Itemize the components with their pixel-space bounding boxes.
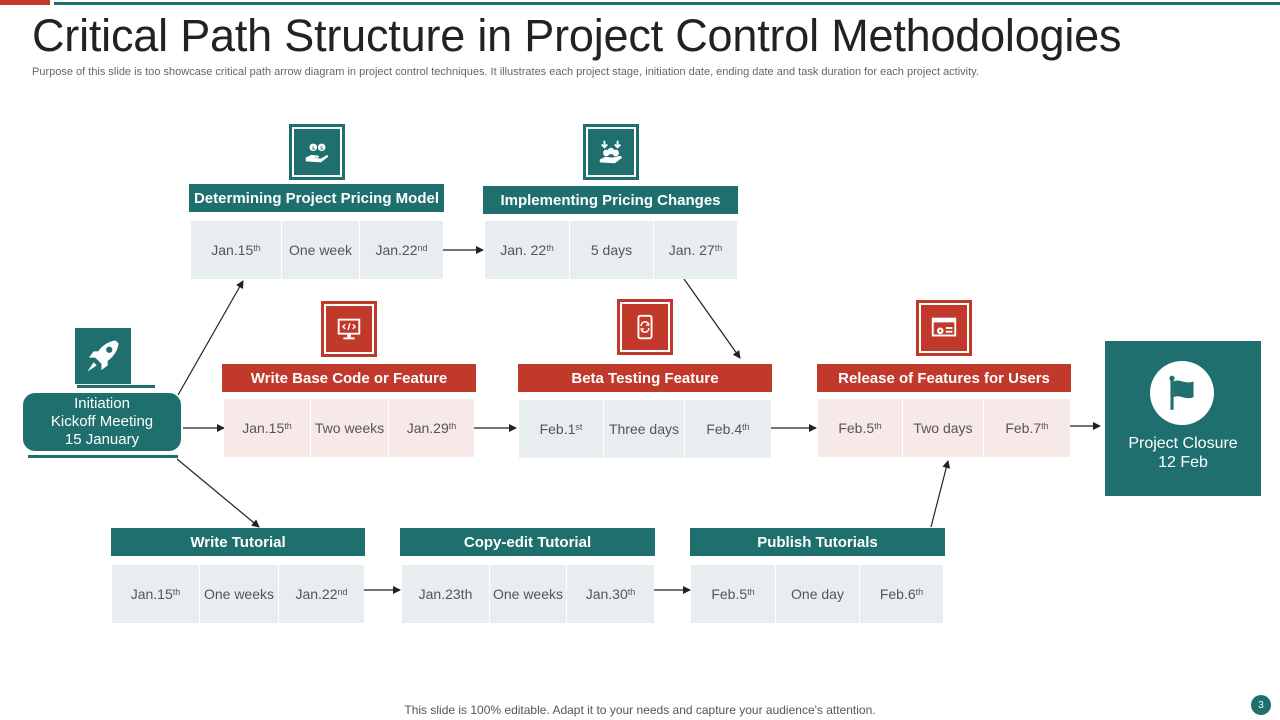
release-duration: Two days: [902, 399, 983, 457]
copyedit-start: Jan.23th: [418, 586, 473, 602]
arrow-init-to-tutorial: [176, 458, 260, 528]
base-code-duration: Two weeks: [310, 399, 388, 457]
write-tutorial-duration: One weeks: [199, 565, 278, 623]
pricing-model-header: Determining Project Pricing Model: [189, 184, 444, 212]
slide-title: Critical Path Structure in Project Contr…: [32, 10, 1122, 61]
arrow-publish-to-release: [930, 460, 951, 528]
publish-header: Publish Tutorials: [690, 528, 945, 556]
browser-settings-icon: [931, 317, 957, 337]
closure-line2: 12 Feb: [1158, 454, 1208, 471]
arrow-changes-to-beta: [683, 278, 741, 359]
initiation-node: Initiation Kickoff Meeting 15 January: [23, 393, 181, 451]
svg-text:$: $: [311, 146, 315, 152]
write-tutorial-header: Write Tutorial: [111, 528, 365, 556]
flag-icon: [1169, 375, 1194, 410]
beta-testing-icon-box: [617, 299, 673, 355]
page-number: 3: [1251, 695, 1271, 715]
initiation-shadow: [28, 455, 178, 458]
release-header: Release of Features for Users: [817, 364, 1071, 392]
copyedit-header: Copy-edit Tutorial: [400, 528, 655, 556]
pricing-changes-header: Implementing Pricing Changes: [483, 186, 738, 214]
top-accent-red: [0, 0, 50, 5]
pricing-changes-icon-box: [583, 124, 639, 180]
svg-text:$: $: [320, 146, 324, 152]
base-code-header: Write Base Code or Feature: [222, 364, 476, 392]
closure-line1: Project Closure: [1128, 435, 1238, 452]
release-icon-box: [916, 300, 972, 356]
initiation-icon-box: [75, 328, 131, 384]
pricing-model-icon-box: $ $: [289, 124, 345, 180]
initiation-line1: Initiation: [74, 395, 130, 412]
base-code-icon-box: [321, 301, 377, 357]
beta-testing-header: Beta Testing Feature: [518, 364, 772, 392]
pricing-changes-duration: 5 days: [569, 221, 653, 279]
rocket-icon: [87, 340, 119, 372]
initiation-line2: Kickoff Meeting: [50, 413, 154, 430]
flag-icon-circle: [1150, 361, 1214, 425]
initiation-line3: 15 January: [64, 431, 140, 448]
initiation-underline: [77, 385, 155, 388]
pricing-model-duration: One week: [281, 221, 359, 279]
footer-note: This slide is 100% editable. Adapt it to…: [404, 703, 876, 717]
publish-duration: One day: [775, 565, 859, 623]
slide-subtitle: Purpose of this slide is too showcase cr…: [32, 66, 979, 78]
code-monitor-icon: [337, 318, 361, 340]
money-exchange-icon: [599, 140, 623, 164]
copyedit-duration: One weeks: [489, 565, 566, 623]
top-accent-teal: [54, 2, 1280, 5]
project-closure-node: Project Closure 12 Feb: [1105, 341, 1261, 496]
beta-testing-duration: Three days: [603, 400, 684, 458]
mobile-refresh-icon: [637, 314, 653, 340]
hand-money-icon: $ $: [305, 143, 329, 163]
